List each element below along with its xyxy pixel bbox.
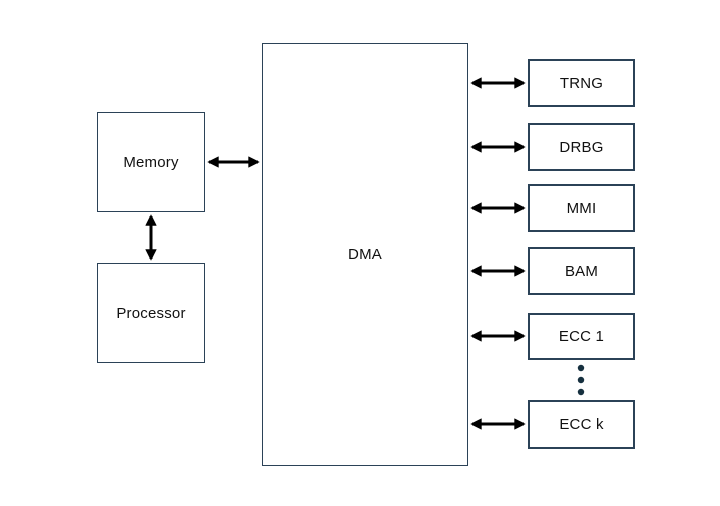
node-ecc-1-label: ECC 1 xyxy=(558,328,605,345)
node-mmi: MMI xyxy=(528,184,635,232)
node-memory: Memory xyxy=(97,112,205,212)
ellipsis-dots xyxy=(577,364,585,396)
node-ecc-1: ECC 1 xyxy=(528,313,635,360)
node-trng-label: TRNG xyxy=(559,74,604,92)
node-ecc-k: ECC k xyxy=(528,400,635,449)
node-dma: DMA xyxy=(262,43,468,466)
node-memory-label: Memory xyxy=(123,153,179,171)
node-processor-label: Processor xyxy=(116,304,186,322)
node-dma-label: DMA xyxy=(348,246,382,263)
node-drbg-label: DRBG xyxy=(559,138,604,156)
node-trng: TRNG xyxy=(528,59,635,107)
node-bam-label: BAM xyxy=(564,262,599,280)
node-processor: Processor xyxy=(97,263,205,363)
node-ecc-k-label: ECC k xyxy=(559,416,604,433)
node-mmi-label: MMI xyxy=(566,199,597,217)
node-bam: BAM xyxy=(528,247,635,295)
node-drbg: DRBG xyxy=(528,123,635,171)
